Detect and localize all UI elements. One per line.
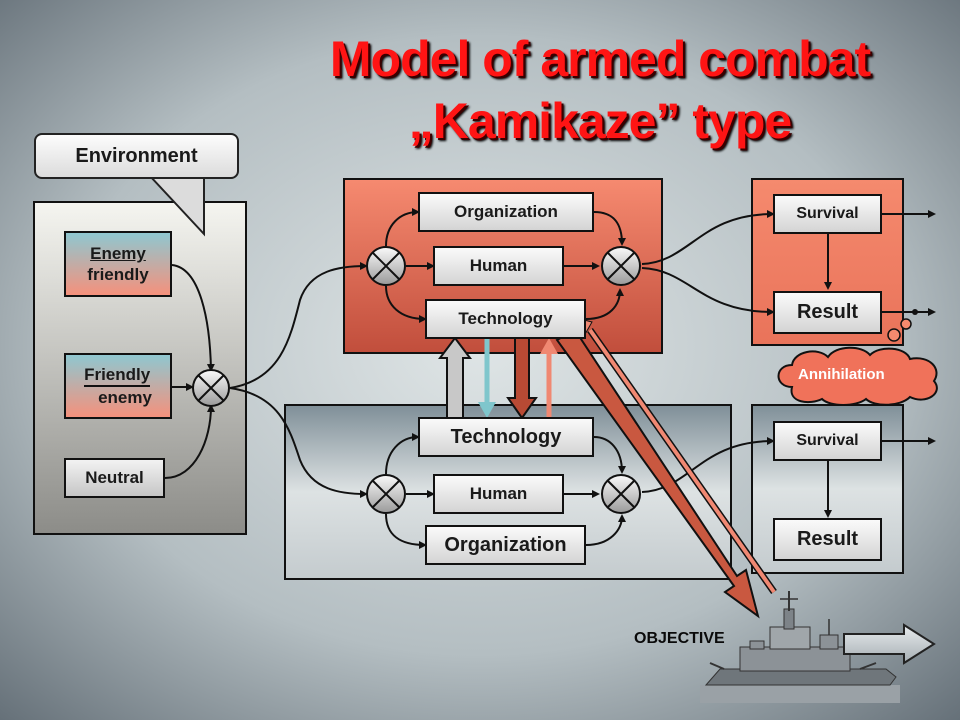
red-down-arrow	[506, 337, 538, 420]
connector-lines	[164, 208, 936, 549]
friendly-enemy-line1: Friendly	[84, 364, 151, 387]
objective-label: OBJECTIVE	[634, 630, 725, 647]
slide-title-line1: Model of armed combat	[329, 31, 871, 87]
enemy-friendly-line1: Enemy	[90, 243, 146, 263]
kamikaze-attack-arrow	[555, 328, 760, 619]
environment-callout: Environment	[34, 133, 239, 179]
junction-node-top-right	[601, 246, 641, 286]
teal-down-arrow	[478, 338, 496, 418]
junction-node-environment	[192, 369, 230, 407]
neutral-box: Neutral	[64, 458, 165, 498]
bottom-technology-box: Technology	[418, 417, 594, 457]
enemy-friendly-line2: friendly	[87, 265, 149, 284]
top-result-box: Result	[773, 291, 882, 334]
salmon-up-arrow	[540, 338, 558, 420]
warship-image	[700, 591, 900, 703]
bottom-result-box: Result	[773, 518, 882, 561]
junction-node-bottom-right	[601, 474, 641, 514]
slide-title-line2: „Kamikaze” type	[408, 93, 792, 149]
friendly-enemy-line2: enemy	[98, 388, 152, 407]
top-survival-box: Survival	[773, 194, 882, 234]
bottom-survival-box: Survival	[773, 421, 882, 461]
next-slide-arrow[interactable]	[842, 623, 936, 665]
annihilation-label: Annihilation	[798, 366, 885, 383]
top-human-box: Human	[433, 246, 564, 286]
junction-node-top-left	[366, 246, 406, 286]
top-organization-box: Organization	[418, 192, 594, 232]
annihilation-cloud	[777, 346, 938, 406]
bottom-human-box: Human	[433, 474, 564, 514]
friendly-enemy-box: Friendly enemy	[64, 353, 172, 419]
junction-node-bottom-left	[366, 474, 406, 514]
enemy-friendly-box: Enemy friendly	[64, 231, 172, 297]
bottom-organization-box: Organization	[425, 525, 586, 565]
top-technology-box: Technology	[425, 299, 586, 339]
hollow-up-arrow	[438, 336, 472, 421]
